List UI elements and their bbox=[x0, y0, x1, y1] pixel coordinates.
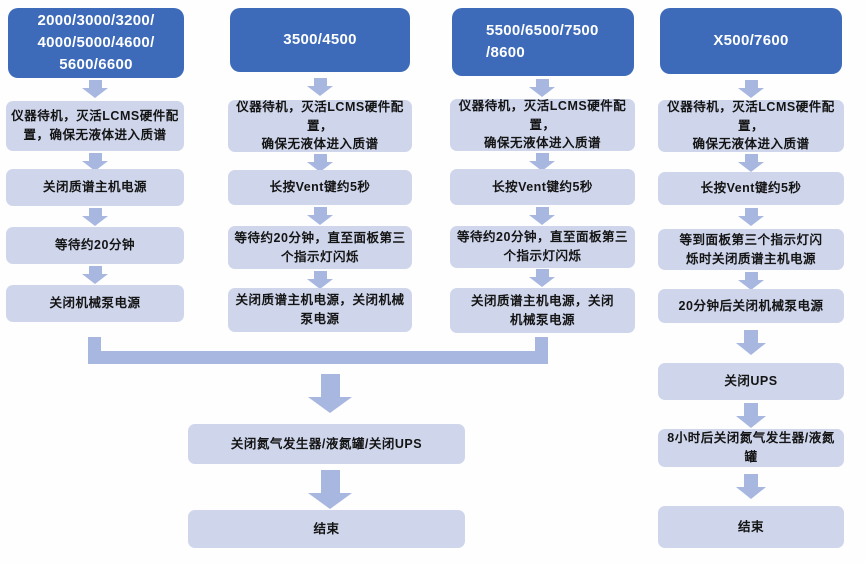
step-col2-vent: 长按Vent键约5秒 bbox=[228, 170, 412, 205]
flow-arrow-down-icon bbox=[529, 269, 555, 287]
step-col4-vent: 长按Vent键约5秒 bbox=[658, 172, 844, 205]
model-group-header-3: 5500/6500/7500 /8600 bbox=[452, 8, 634, 76]
flow-arrow-down-icon bbox=[529, 153, 555, 171]
flow-arrow-down-icon bbox=[529, 207, 555, 225]
step-col4-nitrogen-off: 8小时后关闭氮气发生器/液氮罐 bbox=[658, 429, 844, 467]
model-group-header-1: 2000/3000/3200/ 4000/5000/4600/ 5600/660… bbox=[8, 8, 184, 78]
step-col1-standby: 仪器待机，灭活LCMS硬件配 置，确保无液体进入质谱 bbox=[6, 101, 184, 151]
flow-arrow-down-icon bbox=[736, 474, 766, 499]
step-col2-wait-light: 等待约20分钟，直至面板第三 个指示灯闪烁 bbox=[228, 226, 412, 269]
step-shared-nitrogen-ups-off: 关闭氮气发生器/液氮罐/关闭UPS bbox=[188, 424, 465, 464]
end-node-shared: 结束 bbox=[188, 510, 465, 548]
step-col3-power-off: 关闭质谱主机电源，关闭 机械泵电源 bbox=[450, 288, 635, 333]
flow-arrow-down-icon bbox=[529, 79, 555, 97]
flow-arrow-down-icon bbox=[82, 80, 108, 98]
flow-arrow-down-icon bbox=[307, 207, 333, 225]
model-group-header-4: X500/7600 bbox=[660, 8, 842, 74]
flow-arrow-down-icon bbox=[82, 153, 108, 171]
step-col1-pump-off: 关闭机械泵电源 bbox=[6, 285, 184, 322]
flow-arrow-down-icon bbox=[738, 208, 764, 226]
end-node-col4: 结束 bbox=[658, 506, 844, 548]
merge-connector-bar bbox=[88, 351, 548, 364]
step-col3-standby: 仪器待机，灭活LCMS硬件配置， 确保无液体进入质谱 bbox=[450, 99, 635, 151]
step-col1-wait-20min: 等待约20分钟 bbox=[6, 227, 184, 264]
step-col3-vent: 长按Vent键约5秒 bbox=[450, 169, 635, 205]
flow-arrow-down-icon bbox=[82, 266, 108, 284]
flow-arrow-down-icon bbox=[308, 374, 352, 413]
step-col4-pump-off: 20分钟后关闭机械泵电源 bbox=[658, 289, 844, 323]
flow-arrow-down-icon bbox=[308, 470, 352, 509]
step-col4-standby: 仪器待机，灭活LCMS硬件配置， 确保无液体进入质谱 bbox=[658, 100, 844, 152]
flow-arrow-down-icon bbox=[736, 330, 766, 355]
flow-arrow-down-icon bbox=[738, 272, 764, 290]
step-col1-power-off-ms: 关闭质谱主机电源 bbox=[6, 169, 184, 206]
flow-arrow-down-icon bbox=[307, 271, 333, 289]
flow-arrow-down-icon bbox=[307, 154, 333, 172]
flow-arrow-down-icon bbox=[82, 208, 108, 226]
flow-arrow-down-icon bbox=[738, 80, 764, 98]
step-col2-standby: 仪器待机，灭活LCMS硬件配置， 确保无液体进入质谱 bbox=[228, 100, 412, 152]
flow-arrow-down-icon bbox=[736, 403, 766, 428]
step-col3-wait-light: 等待约20分钟，直至面板第三 个指示灯闪烁 bbox=[450, 226, 635, 268]
flow-arrow-down-icon bbox=[738, 154, 764, 172]
model-group-header-2: 3500/4500 bbox=[230, 8, 410, 72]
step-col4-ups-off: 关闭UPS bbox=[658, 363, 844, 400]
step-col4-wait-light: 等到面板第三个指示灯闪 烁时关闭质谱主机电源 bbox=[658, 229, 844, 270]
step-col2-power-off: 关闭质谱主机电源，关闭机械 泵电源 bbox=[228, 288, 412, 332]
flow-arrow-down-icon bbox=[307, 78, 333, 96]
